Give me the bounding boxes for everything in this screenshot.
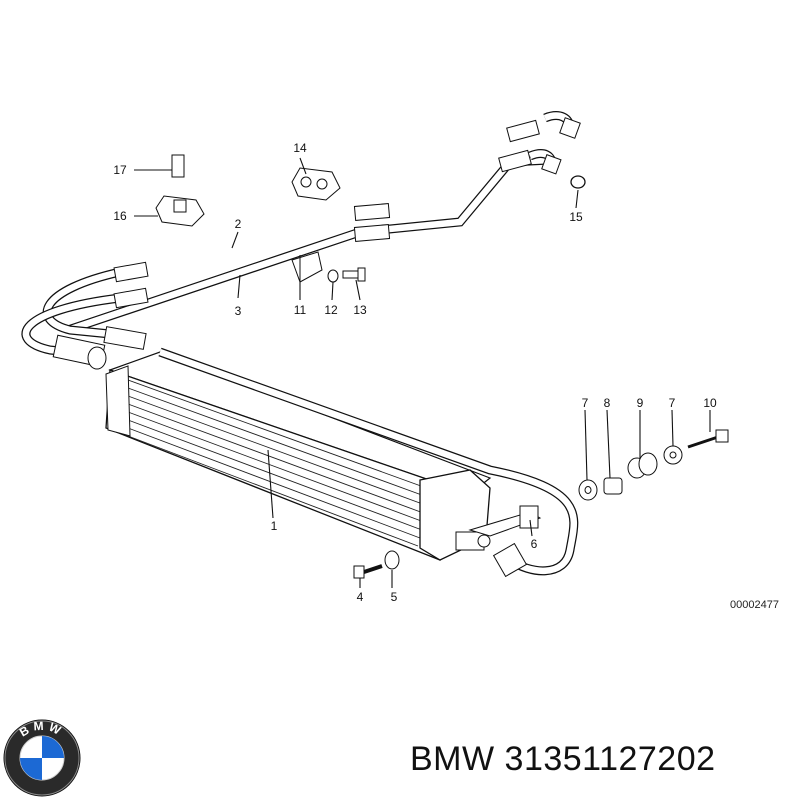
washer-12 (327, 269, 339, 283)
pipe-upper (21, 111, 581, 370)
logo-letters: BMW (17, 719, 63, 740)
callout-5: 5 (391, 590, 398, 604)
callout-7a: 7 (582, 396, 589, 410)
brand-name: BMW (410, 740, 495, 778)
sleeve-17 (171, 154, 185, 178)
callouts: 17 16 14 2 3 11 12 13 15 1 4 5 6 7 8 9 7… (113, 141, 717, 604)
callout-1: 1 (271, 519, 278, 533)
holder-16 (155, 195, 205, 227)
leader-lines (134, 157, 711, 588)
svg-text:BMW: BMW (17, 719, 67, 740)
bmw-logo: BMW (3, 719, 81, 797)
washer-5 (384, 550, 400, 570)
callout-8: 8 (604, 396, 611, 410)
callout-17: 17 (113, 163, 127, 177)
callout-14: 14 (293, 141, 307, 155)
clip-14 (291, 167, 341, 201)
oil-cooler (105, 351, 492, 561)
callout-9: 9 (637, 396, 644, 410)
washer-7a (578, 479, 598, 501)
bolt-4 (353, 564, 383, 579)
bracket-tab (519, 505, 539, 529)
callout-13: 13 (353, 303, 367, 317)
washer-7b (663, 445, 683, 465)
bolt-13 (342, 267, 366, 282)
callout-11: 11 (294, 303, 307, 317)
callout-2: 2 (235, 217, 242, 231)
callout-16: 16 (113, 209, 127, 223)
callout-6: 6 (531, 537, 538, 551)
oring-15 (570, 175, 586, 189)
callout-4: 4 (357, 590, 364, 604)
part-caption: BMW 31351127202 (410, 740, 716, 779)
callout-3: 3 (235, 304, 242, 318)
pipe-lower (158, 347, 579, 578)
part-number: 31351127202 (504, 740, 716, 778)
callout-15: 15 (569, 210, 583, 224)
mount-bracket-11 (291, 251, 323, 283)
grommet-9 (627, 452, 658, 479)
spacer-8 (603, 477, 623, 495)
callout-10: 10 (703, 396, 717, 410)
reference-number: 00002477 (730, 599, 779, 611)
callout-12: 12 (324, 303, 338, 317)
screw-10 (687, 429, 729, 449)
callout-7b: 7 (669, 396, 676, 410)
